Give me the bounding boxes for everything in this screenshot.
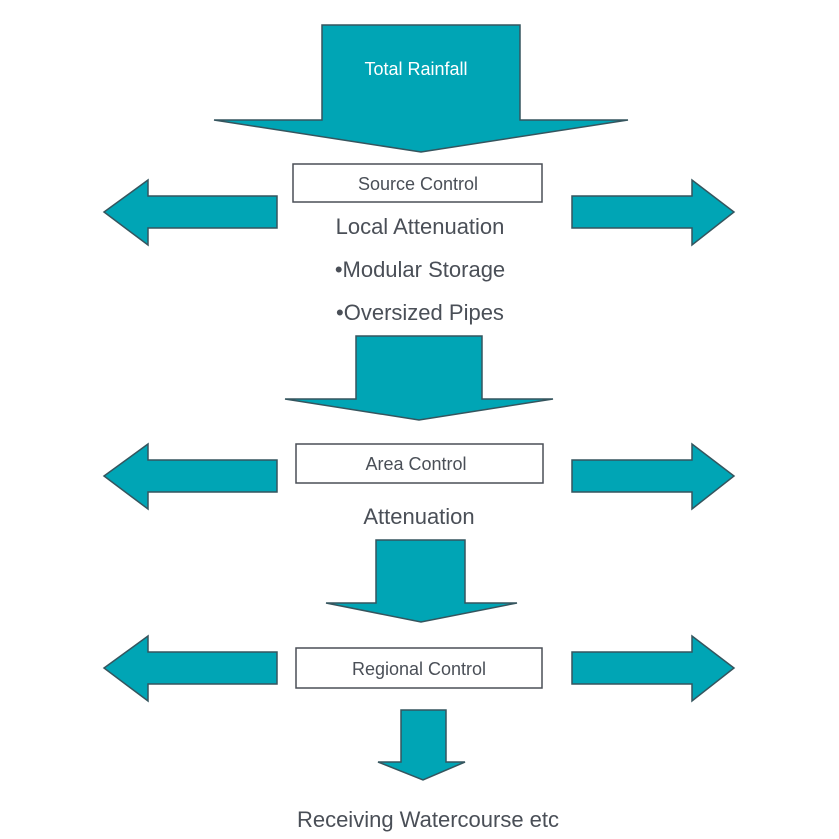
receiving-watercourse-text: Receiving Watercourse etc: [297, 807, 559, 832]
area-control-label: Area Control: [365, 454, 466, 474]
down-arrow-to-regional-control: [325, 539, 518, 623]
down-arrow-to-area-control: [284, 335, 554, 421]
local-attenuation-text: Local Attenuation: [336, 214, 505, 239]
total-rainfall-label: Total Rainfall: [364, 59, 467, 79]
total-rainfall-arrow-shape: [213, 24, 629, 153]
down-arrow-to-watercourse: [377, 709, 466, 781]
stage-source-control: Source Control Local Attenuation •Modula…: [102, 163, 736, 325]
area-control-left-arrow: [102, 442, 278, 511]
source-control-right-arrow: [571, 178, 736, 247]
attenuation-text: Attenuation: [363, 504, 474, 529]
area-control-box: [295, 443, 544, 484]
modular-storage-text: •Modular Storage: [335, 257, 505, 282]
regional-control-right-arrow: [571, 634, 736, 703]
source-control-label: Source Control: [358, 174, 478, 194]
regional-control-box: [295, 647, 543, 689]
regional-control-left-arrow: [102, 634, 278, 703]
oversized-pipes-text: •Oversized Pipes: [336, 300, 504, 325]
total-rainfall-arrow: Total Rainfall: [213, 24, 629, 153]
stage-regional-control: Regional Control: [102, 634, 736, 703]
regional-control-label: Regional Control: [352, 659, 486, 679]
stage-area-control: Area Control Attenuation: [102, 442, 736, 529]
source-control-box: [292, 163, 543, 203]
source-control-left-arrow: [102, 178, 278, 247]
area-control-right-arrow: [571, 442, 736, 511]
